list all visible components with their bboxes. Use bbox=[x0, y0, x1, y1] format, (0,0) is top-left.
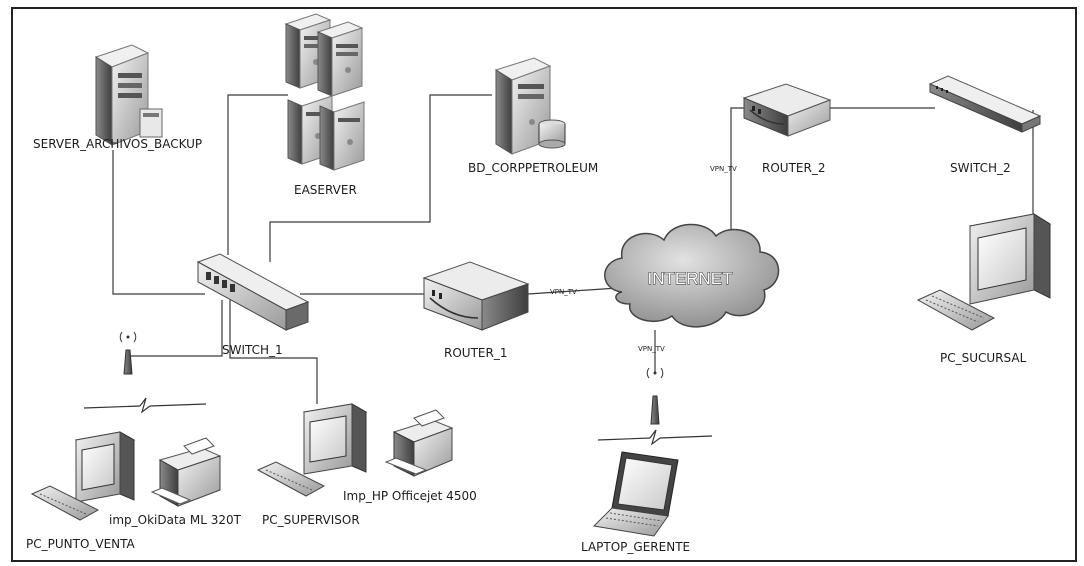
switch2-label: SWITCH_2 bbox=[950, 161, 1011, 175]
vpn-router2-label: VPN_TV bbox=[710, 165, 737, 173]
vpn-router1-label: VPN_TV bbox=[550, 288, 577, 296]
pc-supervisor-label: PC_SUPERVISOR bbox=[262, 513, 360, 527]
router2-label: ROUTER_2 bbox=[762, 161, 825, 175]
server-icon bbox=[94, 44, 163, 146]
switch-icon bbox=[928, 75, 1042, 133]
keyboard-icon bbox=[256, 461, 326, 497]
server-backup-label: SERVER_ARCHIVOS_BACKUP bbox=[33, 137, 202, 151]
router-icon bbox=[422, 261, 530, 331]
laptop-icon bbox=[592, 451, 679, 537]
wire-switch1-ap bbox=[128, 300, 223, 357]
wire-router1-internet bbox=[527, 287, 619, 295]
lightning-link-icon bbox=[597, 429, 713, 446]
wireless-access-point-icon bbox=[119, 331, 137, 375]
printer-icon bbox=[384, 409, 454, 477]
wire-internet-router2 bbox=[730, 107, 748, 238]
pc-punto-venta-label: PC_PUNTO_VENTA bbox=[26, 537, 136, 551]
keyboard-icon bbox=[916, 289, 996, 331]
imp-okidata-label: imp_OkiData ML 320T bbox=[109, 513, 242, 527]
wire-easerver-switch1 bbox=[227, 94, 288, 255]
database-server-icon bbox=[494, 57, 566, 155]
server-cluster-icon bbox=[284, 13, 365, 171]
desktop-pc-icon bbox=[302, 403, 368, 475]
vpn-laptop-label: VPN_TV bbox=[638, 345, 665, 353]
wire-bd-switch1 bbox=[269, 94, 492, 262]
bd-label: BD_CORPPETROLEUM bbox=[468, 161, 598, 175]
connections bbox=[112, 94, 1034, 404]
desktop-pc-icon bbox=[968, 213, 1052, 305]
laptop-label: LAPTOP_GERENTE bbox=[581, 540, 690, 554]
internet-label: INTERNET bbox=[648, 269, 733, 288]
desktop-pc-icon bbox=[74, 431, 136, 503]
router1-label: ROUTER_1 bbox=[444, 346, 507, 360]
wire-switch1-pcsupervisor bbox=[229, 300, 318, 404]
keyboard-icon bbox=[30, 485, 100, 521]
cloud-icon bbox=[604, 223, 780, 328]
switch-icon bbox=[196, 253, 310, 331]
switch1-label: SWITCH_1 bbox=[222, 343, 283, 357]
printer-icon bbox=[150, 437, 222, 507]
imp-hp-label: Imp_HP Officejet 4500 bbox=[343, 489, 477, 503]
wireless-access-point-icon bbox=[646, 367, 664, 425]
easerver-label: EASERVER bbox=[294, 183, 357, 197]
lightning-link-icon bbox=[83, 397, 207, 414]
router-icon bbox=[742, 83, 832, 137]
wire-backup-switch1 bbox=[112, 150, 205, 295]
pc-sucursal-label: PC_SUCURSAL bbox=[940, 351, 1027, 365]
